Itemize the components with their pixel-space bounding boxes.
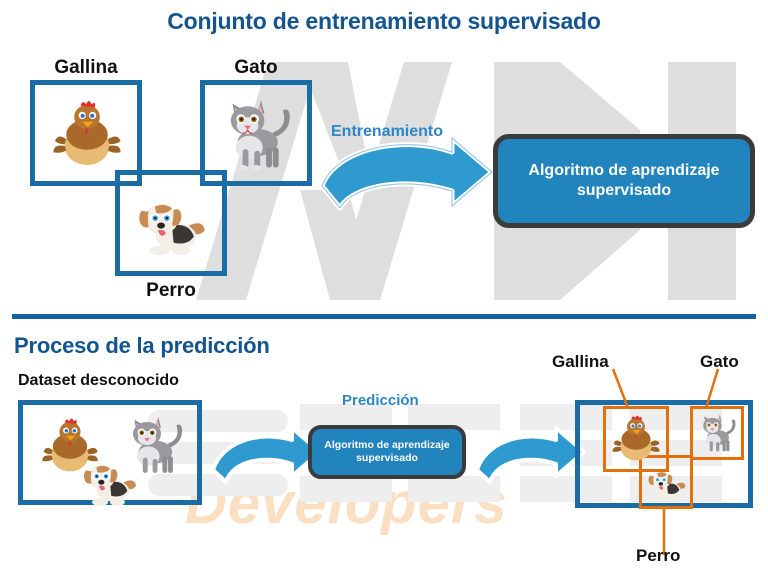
training-algorithm-box: Algoritmo de aprendizaje supervisado — [493, 134, 755, 228]
prediction-algorithm-box: Algoritmo de aprendizaje supervisado — [308, 425, 466, 479]
dataset-dog-illustration — [83, 465, 137, 506]
training-section-title: Conjunto de entrenamiento supervisado — [167, 8, 601, 34]
training-box-gallina — [30, 80, 142, 186]
training-label-perro: Perro — [146, 280, 196, 301]
dataset-label: Dataset desconocido — [18, 372, 179, 389]
result-cat-illustration — [703, 414, 736, 452]
dataset-chicken-illustration — [42, 418, 98, 472]
result-label-gato: Gato — [700, 352, 739, 371]
dataset-cat-illustration — [133, 417, 183, 473]
training-label-gallina: Gallina — [54, 57, 118, 78]
result-label-gallina: Gallina — [552, 352, 609, 371]
result-dog-illustration — [648, 472, 686, 501]
chicken-illustration — [53, 101, 121, 165]
result-label-perro: Perro — [636, 546, 681, 565]
watermark-developers-text: Developers — [185, 471, 508, 536]
prediction-arrow-label: Predicción — [342, 392, 419, 409]
dog-illustration — [139, 204, 205, 256]
section-divider — [12, 314, 756, 319]
prediction-section-title: Proceso de la predicción — [14, 333, 270, 358]
result-chicken-illustration — [612, 415, 660, 461]
training-label-gato: Gato — [234, 57, 278, 78]
cat-illustration — [230, 100, 290, 171]
training-arrow-label: Entrenamiento — [331, 123, 444, 140]
